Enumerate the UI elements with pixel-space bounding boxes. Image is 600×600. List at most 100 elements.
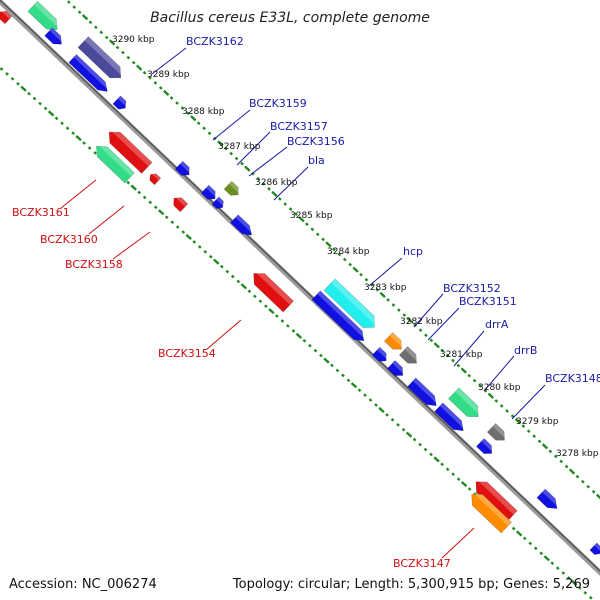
gene-blue — [230, 214, 253, 236]
gene-body — [383, 332, 402, 350]
gene-highlight — [389, 332, 403, 348]
gene-highlight — [317, 290, 366, 340]
minor-tick — [267, 187, 271, 191]
gene-blue — [311, 290, 366, 342]
minor-tick — [332, 247, 336, 252]
gene-body — [44, 27, 62, 45]
minor-tick — [148, 200, 153, 205]
minor-tick — [401, 427, 406, 432]
minor-tick — [16, 81, 20, 86]
gene-body — [230, 214, 253, 236]
gene-blue — [174, 160, 191, 176]
major-tick — [47, 110, 55, 117]
scale-label: 3279 kbp — [516, 417, 559, 427]
gene-BCZK3161 — [108, 130, 153, 174]
major-tick — [185, 233, 192, 241]
gene-body — [149, 173, 162, 186]
major-tick — [108, 39, 116, 46]
major-tick — [136, 64, 143, 71]
scale-label: 3289 kbp — [147, 70, 190, 80]
forward-gene-label: bla — [308, 154, 325, 167]
minor-tick — [528, 541, 533, 546]
minor-tick — [196, 121, 201, 126]
minor-tick — [180, 106, 185, 110]
gene-highlight — [377, 347, 388, 360]
major-tick — [406, 317, 413, 324]
gene-highlight — [542, 489, 559, 508]
major-tick — [405, 431, 413, 438]
minor-tick — [77, 10, 82, 15]
minor-tick — [225, 269, 230, 274]
minor-tick — [359, 272, 363, 277]
minor-tick — [294, 212, 298, 216]
forward-gene-label: BCZK3159 — [249, 97, 307, 110]
gene-body — [68, 54, 108, 92]
genome-summary-text: Topology: circular; Length: 5,300,915 bp… — [232, 577, 590, 592]
backbone-line — [0, 0, 600, 576]
minor-tick — [330, 363, 334, 368]
minor-tick — [5, 72, 9, 76]
minor-tick — [203, 249, 208, 254]
minor-tick — [253, 294, 257, 299]
major-tick — [271, 190, 278, 197]
minor-tick — [364, 277, 369, 282]
gene-labels: BCZK3162BCZK3159BCZK3157BCZK3156blahcpBC… — [12, 35, 600, 570]
gene-highlight — [412, 377, 438, 405]
minor-tick — [588, 595, 593, 600]
minor-tick — [375, 288, 380, 292]
minor-tick — [291, 329, 296, 333]
minor-tick — [137, 190, 142, 195]
minor-tick — [510, 414, 515, 418]
gene-BCZK3157 — [223, 180, 240, 196]
scale-label: 3280 kbp — [478, 383, 521, 393]
minor-tick — [313, 348, 318, 353]
gene-body — [112, 95, 127, 110]
minor-tick — [418, 442, 422, 447]
minor-tick — [385, 413, 389, 417]
minor-tick — [581, 479, 585, 484]
minor-tick — [451, 358, 455, 363]
scale-label: 3290 kbp — [112, 35, 155, 45]
minor-tick — [445, 467, 450, 472]
minor-tick — [126, 180, 131, 185]
minor-tick — [386, 298, 390, 302]
gene-body — [211, 196, 224, 209]
minor-tick — [566, 576, 571, 580]
minor-tick — [38, 101, 42, 106]
gene-highlight — [84, 36, 123, 77]
gene-body — [398, 346, 417, 364]
minor-tick — [537, 439, 542, 444]
minor-tick — [0, 67, 4, 71]
forward-gene-label: BCZK3162 — [186, 35, 244, 48]
minor-tick — [87, 146, 92, 150]
minor-tick — [391, 303, 396, 307]
major-tick — [244, 165, 251, 172]
minor-tick — [575, 474, 580, 479]
major-tick — [460, 481, 468, 488]
minor-tick — [302, 338, 307, 343]
minor-tick — [561, 571, 566, 575]
minor-tick — [126, 55, 131, 60]
major-tick — [217, 140, 224, 147]
minor-tick — [533, 546, 538, 551]
major-tick — [487, 392, 495, 399]
minor-tick — [286, 324, 290, 328]
minor-tick — [321, 237, 325, 242]
gene-highlight — [455, 387, 480, 416]
minor-tick — [511, 526, 516, 531]
gene-highlight — [206, 185, 217, 198]
minor-tick — [32, 96, 37, 101]
gene-body — [311, 290, 365, 342]
minor-tick — [305, 222, 309, 227]
minor-tick — [337, 252, 342, 257]
minor-tick — [526, 429, 531, 434]
minor-tick — [374, 403, 378, 407]
minor-tick — [197, 245, 202, 249]
minor-tick — [396, 422, 400, 427]
minor-tick — [158, 86, 163, 90]
minor-tick — [467, 373, 472, 378]
major-tick — [323, 357, 330, 364]
minor-tick — [456, 477, 461, 481]
